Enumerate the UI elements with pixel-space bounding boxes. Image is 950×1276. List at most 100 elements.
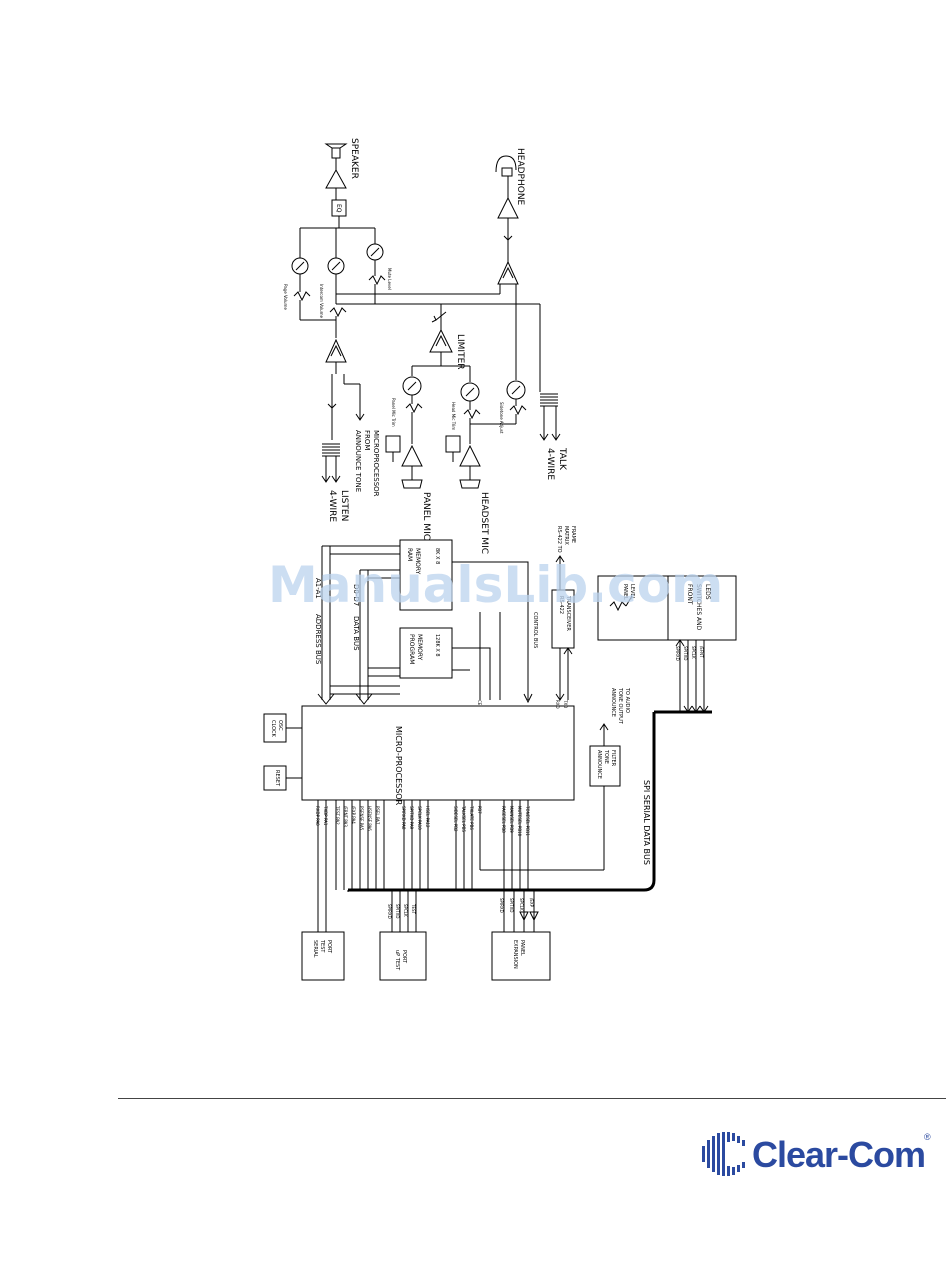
speaker-amp [325, 168, 347, 189]
expansion-panel-label-1: EXPANSION [512, 940, 518, 969]
announce-output-label-3: TO AUDIO [624, 687, 630, 713]
address-bus-label: ADDRESS BUS [314, 614, 322, 665]
expansion-signal-label: SPITXD [509, 898, 514, 912]
cpu-pin-label: PAGESEL PB8 [501, 806, 506, 833]
cpu-pin-label: TONESEL PB11 [525, 805, 530, 836]
announce-tone-label-1: ANNOUNCE TONE [354, 430, 362, 492]
reset-label: RESET [274, 770, 280, 787]
announce-output-label-1: ANNOUNCE [610, 688, 616, 717]
up-test-signal-label: TEST [411, 903, 416, 915]
cpu-pin-label: TALKSEL PB5 [461, 805, 466, 832]
panel-mic-label: PANEL MIC [421, 492, 431, 540]
spi-bus-label: SPI SERIAL DATA BUS [642, 780, 651, 865]
four-wire-listen-label-2: LISTEN [339, 490, 349, 521]
ram-label-3: 8K X 8 [434, 548, 440, 564]
announce-output-label-2: TONE OUTPUT [617, 687, 623, 725]
expansion-signal-label: SPCLK [519, 898, 524, 911]
front-panel-box [597, 575, 737, 641]
program-memory-label-3: 128K X 8 [434, 634, 440, 657]
announce-tone-filter-box [589, 745, 621, 787]
headset-mic-trim-label: Head Mic Trim [451, 402, 456, 430]
control-signal-label: RXD [555, 700, 560, 709]
announce-tone-label-3: MICROPROCESSOR [372, 430, 380, 497]
headset-mic-icon [459, 479, 481, 489]
panel-mic-icon [401, 479, 423, 489]
page-volume-label: Page Volume [283, 284, 288, 310]
up-test-port-label-2: PORT [401, 950, 407, 964]
cpu-pin-label: /EXP PA4 [351, 806, 356, 824]
expansion-signal-label: /EXP [529, 898, 534, 908]
headset-mic-amp [459, 444, 481, 467]
up-test-signal-label: SPIRXD [387, 904, 392, 919]
data-bus-label: DATA BUS [352, 616, 360, 651]
listen-summing-amp [325, 338, 347, 363]
brand-name: Clear-Com [752, 1134, 926, 1175]
cpu-pin-label: PB7 [477, 806, 482, 814]
eq-box-headset [445, 435, 461, 453]
intercom-volume-label: Intercom Volume [319, 284, 324, 319]
serial-test-port-label-2: TEST [319, 939, 325, 953]
headphone-summing-amp [497, 260, 519, 285]
panel-level-label-2: LEVEL [629, 584, 635, 600]
control-bus-label: CONTROL BUS [532, 612, 538, 648]
front-panel-signal-label: /EFNT [699, 646, 704, 658]
speaker-label: SPEAKER [349, 138, 359, 179]
cpu-pin-label: SPITXD PA9 [409, 806, 414, 830]
announce-filter-label-1: ANNOUNCE [596, 750, 602, 779]
program-memory-label-2: MEMORY [416, 634, 423, 661]
announce-tone-label-2: FROM [363, 430, 371, 450]
clock-osc-label-2: OSC [277, 720, 283, 731]
rs422-matrix-label-2: MATRIX [563, 526, 569, 545]
front-panel-signal-label: SPITXD [683, 646, 688, 660]
announce-filter-label-2: TONE [603, 749, 609, 764]
up-test-signal-label: SPITXD [395, 904, 400, 918]
serial-test-port-label-3: PORT [326, 940, 332, 954]
program-memory-box [399, 627, 453, 679]
up-test-port-label-1: uP TEST [394, 950, 400, 971]
cpu-pin-label: TXLATE PB6 [469, 805, 474, 830]
panel-mic-amp [401, 444, 423, 467]
cpu-pin-label: TXDP PA1 [323, 805, 328, 826]
headphone-icon [495, 155, 517, 177]
cpu-pin-label: MAINSEL PB9 [509, 806, 514, 833]
expansion-signal-label: SPIRXD [499, 898, 504, 913]
up-test-signal-label: SPCLK [403, 904, 408, 917]
limiter-label: LIMITER [455, 334, 465, 370]
cpu-pin-label: SPIRXD PA8 [401, 806, 406, 830]
four-wire-talk-label-1: 4-WIRE [545, 448, 555, 480]
talk-transformer [540, 393, 558, 407]
speaker-icon [324, 143, 348, 159]
cpu-pin-label: RXDP PA0 [315, 806, 320, 826]
headphone-label: HEADPHONE [515, 148, 525, 206]
data-range-label: D0-D7 [352, 584, 360, 606]
control-signal-label: CE [477, 700, 482, 706]
eq-box-panel [385, 435, 401, 453]
cpu-pin-wires [317, 800, 529, 932]
rs422-matrix-label-1: RS-422 TO [556, 526, 562, 553]
headset-mic-label: HEADSET MIC [479, 492, 489, 554]
front-panel-signal-label: SPCLK [691, 646, 696, 659]
expansion-panel-label-2: PANEL [519, 940, 525, 956]
eq-label-speaker: EQ [335, 204, 342, 213]
cpu-pin-label: SPCLK PA10 [417, 806, 422, 830]
footer-rule [118, 1098, 946, 1099]
limiter-amp [429, 328, 453, 353]
serial-test-port-label-1: SERIAL [312, 940, 318, 958]
four-wire-listen-label-1: 4-WIRE [327, 490, 337, 522]
address-bus [321, 545, 400, 700]
rs422-matrix-label-3: FRAME [570, 526, 576, 543]
clear-com-logo-mark [702, 1132, 745, 1176]
ram-label-2: MEMORY [414, 548, 421, 575]
cpu-pin-label: SIDESEL PB2 [453, 806, 458, 832]
mute-level-label: Mute Level [387, 268, 392, 290]
serial-test-port-box [301, 931, 345, 981]
panel-level-label-1: PANEL [622, 584, 628, 600]
ram-label-1: RAM [406, 548, 413, 561]
sidetone-adjust-label: Sidetone Adjust [499, 402, 504, 434]
rs422-label-2: TRANSCEIVER [565, 595, 571, 631]
cpu-pin-label: HSEL PA12 [425, 806, 430, 828]
cpu-pin-label: TEST PA2 [335, 805, 340, 825]
control-bus [452, 561, 529, 700]
cpu-pin-label: HSENSE PA6 [367, 806, 372, 831]
